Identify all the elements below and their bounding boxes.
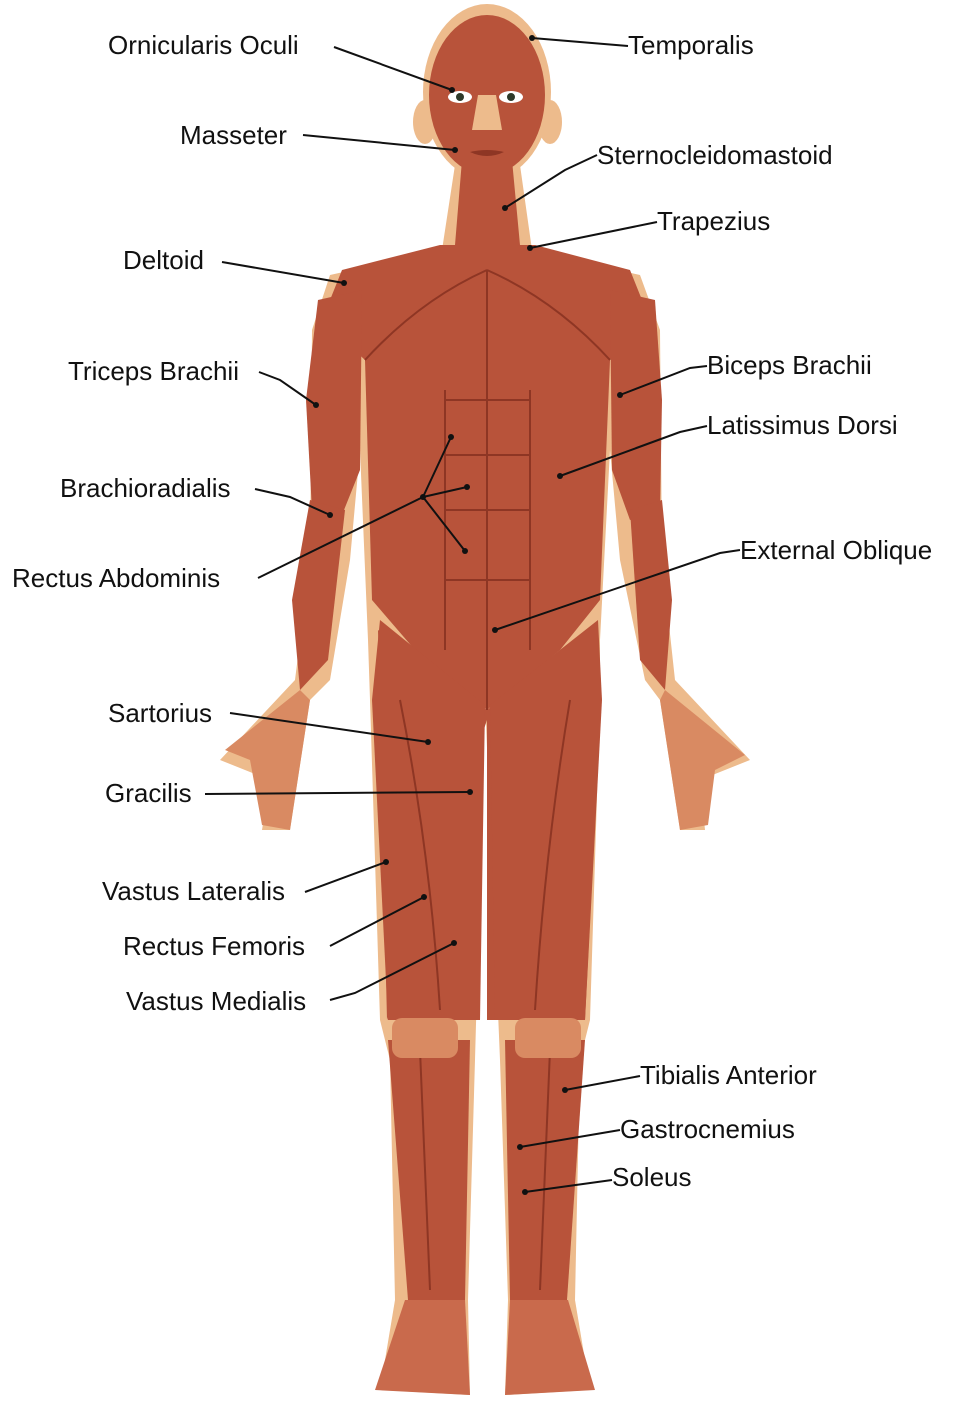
leader-dot-biceps-brachii: [617, 392, 623, 398]
leader-dot-masseter: [452, 147, 458, 153]
label-temporalis: Temporalis: [628, 30, 754, 60]
label-masseter: Masseter: [180, 120, 287, 150]
leader-dot-rectus-femoris: [421, 894, 427, 900]
leader-line-vastus-lateralis: [305, 862, 386, 892]
leader-dot-latissimus-dorsi: [557, 473, 563, 479]
leader-dot-triceps-brachii: [313, 402, 319, 408]
leader-dot-deltoid: [341, 280, 347, 286]
leader-dot-sternocleidomastoid: [502, 205, 508, 211]
leader-dot-gracilis: [467, 789, 473, 795]
label-sartorius: Sartorius: [108, 698, 212, 728]
feet: [375, 1300, 595, 1395]
leader-dot-external-oblique: [492, 627, 498, 633]
leader-dot-soleus: [522, 1189, 528, 1195]
label-vastus-medialis: Vastus Medialis: [126, 986, 306, 1016]
leader-line-trapezius: [530, 222, 657, 248]
leader-dot-vastus-lateralis: [383, 859, 389, 865]
label-sternocleidomastoid: Sternocleidomastoid: [597, 140, 833, 170]
leader-dot-gastrocnemius: [517, 1144, 523, 1150]
leader-dot-sartorius: [425, 739, 431, 745]
label-trapezius: Trapezius: [657, 206, 770, 236]
leader-line-deltoid: [222, 262, 344, 283]
leader-dot-rectus-abdominis-branch-1: [448, 434, 454, 440]
kneecaps: [392, 1018, 581, 1058]
label-rectus-femoris: Rectus Femoris: [123, 931, 305, 961]
label-triceps-brachii: Triceps Brachii: [68, 356, 239, 386]
label-gracilis: Gracilis: [105, 778, 192, 808]
leader-line-temporalis: [532, 38, 628, 46]
label-latissimus-dorsi: Latissimus Dorsi: [707, 410, 898, 440]
label-brachioradialis: Brachioradialis: [60, 473, 231, 503]
label-tibialis-anterior: Tibialis Anterior: [640, 1060, 817, 1090]
label-soleus: Soleus: [612, 1162, 692, 1192]
label-vastus-lateralis: Vastus Lateralis: [102, 876, 285, 906]
label-biceps-brachii: Biceps Brachii: [707, 350, 872, 380]
leader-dot-trapezius: [527, 245, 533, 251]
leader-dot-brachioradialis: [327, 512, 333, 518]
label-rectus-abdominis: Rectus Abdominis: [12, 563, 220, 593]
muscle-layer: [292, 15, 672, 1300]
leader-dot-vastus-medialis: [451, 940, 457, 946]
leader-dot-orbicularis-oculi: [449, 87, 455, 93]
label-orbicularis-oculi: Ornicularis Oculi: [108, 30, 299, 60]
label-deltoid: Deltoid: [123, 245, 204, 275]
leader-dot-rectus-abdominis-branch-3: [462, 548, 468, 554]
leader-dot-tibialis-anterior: [562, 1087, 568, 1093]
leader-dot-rectus-abdominis-branch-2: [464, 484, 470, 490]
label-gastrocnemius: Gastrocnemius: [620, 1114, 795, 1144]
label-external-oblique: External Oblique: [740, 535, 932, 565]
leader-dot-temporalis: [529, 35, 535, 41]
